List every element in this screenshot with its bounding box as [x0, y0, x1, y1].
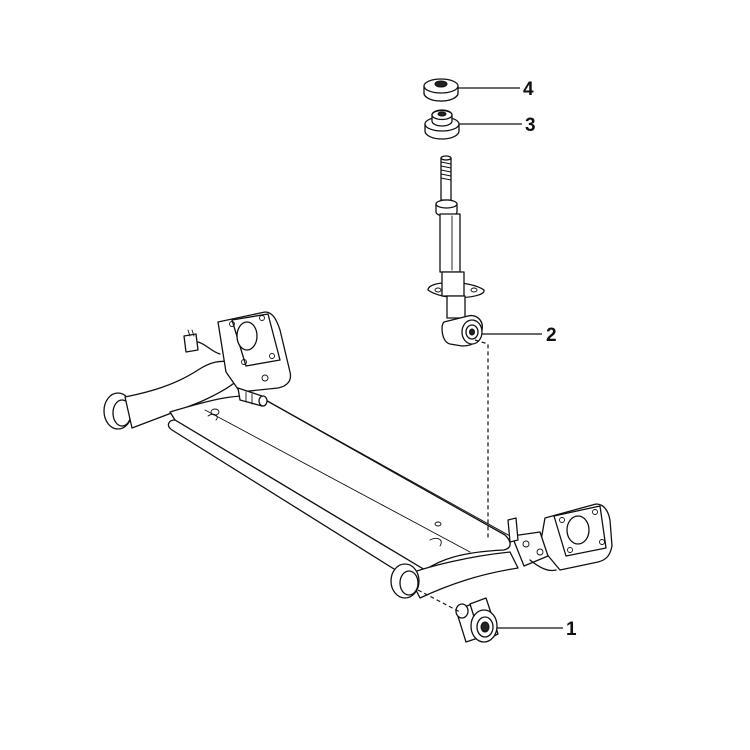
part-3-bushing	[424, 109, 460, 140]
rear-axle-beam	[103, 311, 613, 599]
callout-1: 1	[566, 619, 577, 640]
part-1-arm-bushing	[455, 597, 499, 643]
leader-lines	[458, 87, 563, 629]
part-4-upper-cushion	[423, 78, 459, 102]
callout-2: 2	[546, 325, 557, 346]
part-2-shock-absorber	[427, 155, 485, 347]
callout-4: 4	[523, 79, 534, 100]
callout-3: 3	[525, 115, 536, 136]
assembly-guide-lines	[417, 339, 489, 613]
